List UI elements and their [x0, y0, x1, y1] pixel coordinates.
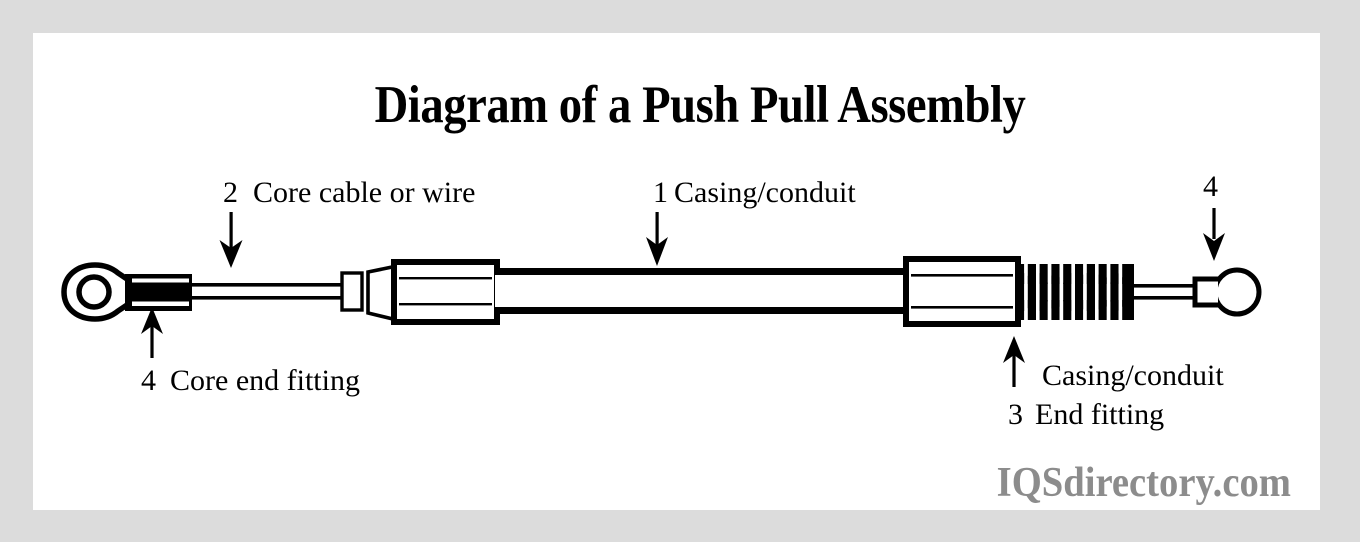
right-end-fitting-block — [903, 256, 1021, 327]
ring-terminal-eyelet — [61, 262, 133, 322]
callout-core-end-fitting: 4 Core end fitting — [141, 307, 360, 397]
crimp-ferrule — [125, 274, 192, 311]
small-collar — [340, 271, 364, 312]
callout-label-core-end-fitting: Core end fitting — [170, 364, 360, 397]
down-arrow-icon — [646, 212, 668, 266]
up-arrow-icon — [141, 307, 163, 358]
callout-number-1: 1 — [653, 176, 668, 209]
callout-number-4-left: 4 — [141, 364, 156, 397]
callout-label-core-cable: Core cable or wire — [253, 176, 475, 209]
ball-end-fitting — [1192, 267, 1262, 317]
callout-number-3: 3 — [1008, 398, 1023, 431]
up-arrow-icon — [1003, 336, 1025, 387]
watermark: IQSdirectory.com — [997, 459, 1291, 506]
callout-end-fitting: Casing/conduit 3 End fitting — [1003, 336, 1224, 431]
callout-number-2: 2 — [223, 176, 238, 209]
callout-ball-end-fitting: 4 — [1203, 170, 1225, 261]
callout-number-4-right: 4 — [1203, 170, 1218, 203]
callout-casing-conduit: 1 Casing/conduit — [646, 176, 856, 266]
core-cable-right — [1131, 284, 1198, 300]
core-cable-or-wire — [190, 283, 342, 300]
down-arrow-icon — [1203, 208, 1225, 261]
down-arrow-icon — [219, 212, 243, 268]
page-title: Diagram of a Push Pull Assembly — [375, 75, 1026, 133]
callout-label-casing-conduit-2: Casing/conduit — [1042, 359, 1224, 392]
casing-conduit-tube — [495, 268, 910, 314]
left-end-fitting-block — [391, 259, 500, 325]
coil-strain-relief — [1016, 264, 1134, 320]
callout-label-casing-conduit: Casing/conduit — [674, 176, 856, 209]
callout-label-end-fitting: End fitting — [1035, 398, 1164, 431]
callout-core-cable-or-wire: 2 Core cable or wire — [219, 176, 475, 268]
